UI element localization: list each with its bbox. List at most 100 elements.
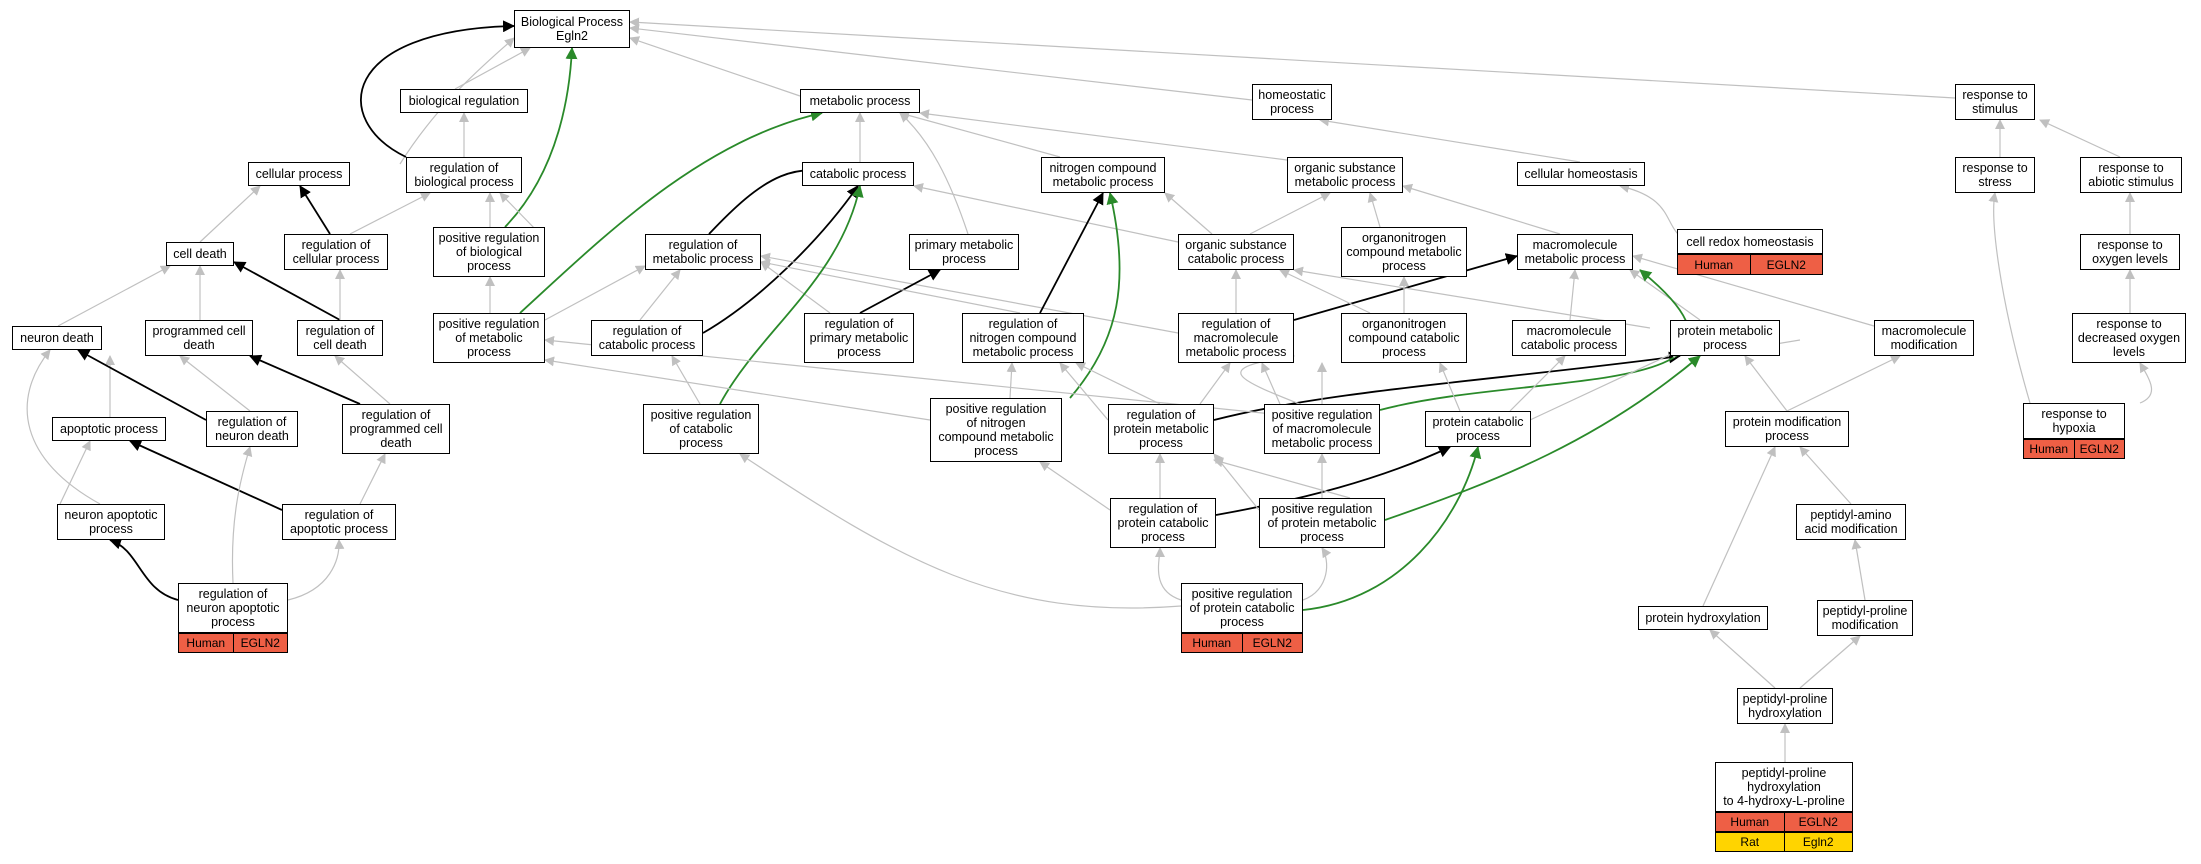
node-apoptotic-process[interactable]: apoptotic process: [52, 417, 166, 441]
node-regulation-of-neuron-death[interactable]: regulation of neuron death: [206, 411, 298, 447]
species-human: Human: [2024, 440, 2075, 458]
node-macromolecule-metabolic-process[interactable]: macromolecule metabolic process: [1517, 234, 1633, 270]
node-regulation-of-neuron-apoptotic-process[interactable]: regulation of neuron apoptotic process: [178, 583, 288, 633]
node-organonitrogen-compound-metabolic-process[interactable]: organonitrogen compound metabolic proces…: [1341, 227, 1467, 277]
edge-green: [1379, 269, 1690, 411]
node-protein-metabolic-process[interactable]: protein metabolic process: [1670, 320, 1780, 356]
node-response-to-hypoxia[interactable]: response to hypoxia: [2023, 403, 2125, 439]
edge-gray: [899, 112, 969, 235]
edge-gray: [287, 539, 345, 601]
node-homeostatic-process[interactable]: homeostatic process: [1252, 84, 1332, 120]
node-regulation-of-protein-metabolic-process[interactable]: regulation of protein metabolic process: [1108, 404, 1214, 454]
node-response-to-stimulus[interactable]: response to stimulus: [1955, 84, 2035, 120]
edge-gray: [1293, 266, 1651, 329]
node-macromolecule-modification[interactable]: macromolecule modification: [1874, 320, 1974, 356]
node-positive-regulation-of-protein-metabolic-process[interactable]: positive regulation of protein metabolic…: [1259, 498, 1385, 548]
edge-black: [859, 269, 941, 314]
node-regulation-of-cellular-process[interactable]: regulation of cellular process: [284, 234, 388, 270]
node-response-to-stress[interactable]: response to stress: [1955, 157, 2035, 193]
node-metabolic-process[interactable]: metabolic process: [800, 89, 920, 113]
species-rat: Rat: [1716, 833, 1785, 851]
edge-gray: [1402, 183, 1561, 235]
node-programmed-cell-death[interactable]: programmed cell death: [145, 320, 253, 356]
node-biological-process[interactable]: Biological Process Egln2: [514, 10, 630, 48]
node-organic-substance-metabolic-process[interactable]: organic substance metabolic process: [1287, 157, 1403, 193]
edge-gray: [1249, 192, 1331, 235]
node-organic-substance-catabolic-process[interactable]: organic substance catabolic process: [1178, 234, 1294, 270]
node-response-to-decreased-oxygen-levels[interactable]: response to decreased oxygen levels: [2072, 313, 2186, 363]
node-nitrogen-compound-metabolic-process[interactable]: nitrogen compound metabolic process: [1041, 157, 1165, 193]
node-response-to-abiotic-stimulus[interactable]: response to abiotic stimulus: [2080, 157, 2182, 193]
edge-gray: [2139, 362, 2153, 404]
node-positive-regulation-of-metabolic-process[interactable]: positive regulation of metabolic process: [433, 313, 545, 363]
gene-egln2: EGLN2: [2074, 440, 2124, 458]
species-human: Human: [1716, 813, 1785, 831]
annotation-response-to-hypoxia: Human EGLN2: [2023, 439, 2125, 459]
node-peptidyl-amino-acid-modification[interactable]: peptidyl-amino acid modification: [1796, 504, 1906, 540]
node-positive-regulation-of-protein-catabolic-process[interactable]: positive regulation of protein catabolic…: [1181, 583, 1303, 633]
annotation-positive-regulation-of-protein-catabolic: Human EGLN2: [1181, 633, 1303, 653]
node-primary-metabolic-process[interactable]: primary metabolic process: [909, 234, 1019, 270]
edge-gray: [1438, 362, 1461, 412]
gene-egln2: EGLN2: [1750, 255, 1822, 274]
edge-gray: [1213, 457, 1351, 499]
node-cell-redox-homeostasis[interactable]: cell redox homeostasis: [1677, 229, 1823, 254]
node-regulation-of-apoptotic-process[interactable]: regulation of apoptotic process: [282, 504, 396, 540]
node-neuron-death[interactable]: neuron death: [12, 326, 102, 350]
node-protein-hydroxylation[interactable]: protein hydroxylation: [1638, 606, 1768, 630]
node-cellular-homeostasis[interactable]: cellular homeostasis: [1517, 162, 1645, 186]
edge-gray: [349, 192, 431, 235]
edge-gray: [1367, 192, 1381, 228]
node-neuron-apoptotic-process[interactable]: neuron apoptotic process: [57, 504, 165, 540]
node-protein-catabolic-process[interactable]: protein catabolic process: [1425, 411, 1531, 447]
edge-gray: [1154, 547, 1182, 601]
gene-egln2-rat: Egln2: [1784, 833, 1852, 851]
edge-gray: [1006, 362, 1017, 399]
annotation-peptidyl-proline-4-rat: Rat Egln2: [1715, 832, 1853, 852]
node-protein-modification-process[interactable]: protein modification process: [1725, 411, 1849, 447]
edge-black: [299, 185, 331, 235]
edge-gray: [1988, 192, 2031, 404]
node-peptidyl-proline-hydroxylation[interactable]: peptidyl-proline hydroxylation: [1737, 688, 1833, 724]
node-regulation-of-nitrogen-compound-metabolic-process[interactable]: regulation of nitrogen compound metaboli…: [962, 313, 1084, 363]
edge-gray: [59, 440, 91, 505]
node-regulation-of-catabolic-process[interactable]: regulation of catabolic process: [591, 320, 703, 356]
node-regulation-of-primary-metabolic-process[interactable]: regulation of primary metabolic process: [804, 313, 914, 363]
edge-gray: [1279, 269, 1371, 314]
node-positive-regulation-of-nitrogen-compound-metabolic-process[interactable]: positive regulation of nitrogen compound…: [930, 398, 1062, 462]
edge-gray: [359, 453, 386, 505]
node-cellular-process[interactable]: cellular process: [248, 162, 350, 186]
gene-egln2: EGLN2: [1242, 634, 1302, 652]
edge-black: [249, 354, 361, 405]
node-regulation-of-cell-death[interactable]: regulation of cell death: [297, 320, 383, 356]
edge-gray: [2039, 119, 2121, 158]
edge-gray: [1744, 355, 1788, 412]
node-response-to-oxygen-levels[interactable]: response to oxygen levels: [2080, 234, 2180, 270]
edge-green: [1302, 446, 1482, 611]
node-positive-regulation-of-biological-process[interactable]: positive regulation of biological proces…: [433, 227, 545, 277]
node-cell-death[interactable]: cell death: [166, 242, 234, 266]
edge-gray: [1799, 635, 1861, 689]
node-regulation-of-metabolic-process[interactable]: regulation of metabolic process: [645, 234, 761, 270]
node-regulation-of-biological-process[interactable]: regulation of biological process: [406, 157, 522, 193]
edge-green: [1384, 355, 1701, 521]
node-regulation-of-protein-catabolic-process[interactable]: regulation of protein catabolic process: [1110, 498, 1216, 548]
edge-gray: [1261, 362, 1281, 405]
gene-egln2: EGLN2: [1784, 813, 1852, 831]
node-positive-regulation-of-macromolecule-metabolic-process[interactable]: positive regulation of macromolecule met…: [1264, 404, 1380, 454]
edge-black: [109, 537, 179, 601]
edge-gray: [1302, 547, 1332, 601]
edge-green: [519, 109, 823, 314]
node-regulation-of-macromolecule-metabolic-process[interactable]: regulation of macromolecule metabolic pr…: [1178, 313, 1294, 363]
node-catabolic-process[interactable]: catabolic process: [802, 162, 914, 186]
species-human: Human: [1182, 634, 1243, 652]
node-peptidyl-proline-modification[interactable]: peptidyl-proline modification: [1817, 600, 1913, 636]
node-organonitrogen-compound-catabolic-process[interactable]: organonitrogen compound catabolic proces…: [1341, 313, 1467, 363]
node-macromolecule-catabolic-process[interactable]: macromolecule catabolic process: [1512, 320, 1626, 356]
edge-gray: [334, 355, 391, 405]
node-biological-regulation[interactable]: biological regulation: [400, 89, 528, 113]
edge-green: [504, 47, 578, 228]
node-positive-regulation-of-catabolic-process[interactable]: positive regulation of catabolic process: [643, 404, 759, 454]
node-regulation-of-programmed-cell-death[interactable]: regulation of programmed cell death: [342, 404, 450, 454]
node-peptidyl-proline-hydroxylation-to-4-hydroxy-l-proline[interactable]: peptidyl-proline hydroxylation to 4-hydr…: [1715, 762, 1853, 812]
